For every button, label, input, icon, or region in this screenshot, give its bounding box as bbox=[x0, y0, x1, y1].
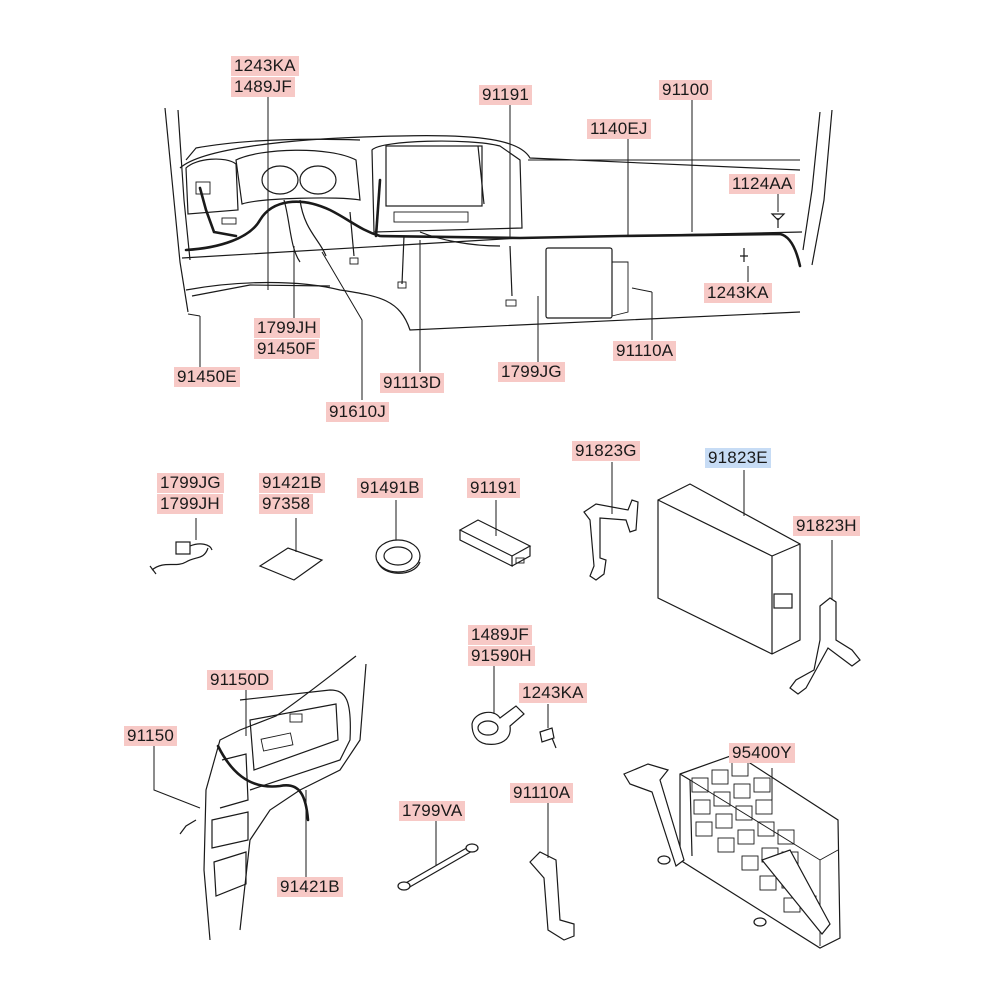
ecu-91823e bbox=[657, 470, 801, 655]
label-1124aa: 1124AA bbox=[729, 174, 796, 194]
label-91610j: 91610J bbox=[326, 402, 389, 422]
label-91110a-top: 91110A bbox=[613, 341, 677, 361]
clamp-91590h bbox=[471, 664, 525, 745]
label-1799jg-top: 1799JG bbox=[498, 362, 565, 382]
label-1243ka-top: 1243KA bbox=[231, 56, 299, 76]
label-91823g: 91823G bbox=[572, 441, 640, 461]
label-91100: 91100 bbox=[659, 80, 713, 100]
label-1243ka-bot: 1243KA bbox=[519, 683, 587, 703]
dashboard-assembly bbox=[164, 107, 833, 331]
pad-91421b bbox=[258, 518, 324, 581]
label-91110a-bot: 91110A bbox=[510, 783, 574, 803]
label-91590h: 91590H bbox=[468, 646, 535, 666]
label-91491b: 91491B bbox=[357, 478, 423, 498]
label-91191-mid: 91191 bbox=[467, 478, 521, 498]
label-1140ej: 1140EJ bbox=[587, 119, 651, 139]
label-91450e: 91450E bbox=[174, 367, 240, 387]
label-1799jh-mid: 1799JH bbox=[157, 494, 223, 514]
label-1243ka-right: 1243KA bbox=[704, 283, 772, 303]
label-91450f: 91450F bbox=[254, 339, 319, 359]
connector-1799jg bbox=[149, 518, 213, 575]
label-91150d: 91150D bbox=[207, 670, 273, 690]
bracket-91110a bbox=[529, 802, 575, 941]
label-91150: 91150 bbox=[124, 726, 178, 746]
bracket-91823g bbox=[583, 462, 639, 581]
label-91823h: 91823H bbox=[793, 516, 860, 536]
junction-box-95400y bbox=[623, 753, 841, 949]
label-91191-top: 91191 bbox=[479, 85, 533, 105]
label-1489jf-top: 1489JF bbox=[231, 77, 295, 97]
label-95400y: 95400Y bbox=[729, 743, 795, 763]
label-91113d: 91113D bbox=[380, 373, 445, 393]
label-1799jg-mid: 1799JG bbox=[157, 473, 224, 493]
cable-1799va bbox=[397, 820, 479, 891]
label-1489jf-bot: 1489JF bbox=[468, 625, 532, 645]
label-91823e: 91823E bbox=[705, 448, 771, 468]
module-91191 bbox=[458, 500, 532, 567]
label-91421b-bot: 91421B bbox=[277, 877, 343, 897]
grommet-91491b bbox=[375, 500, 421, 574]
label-91421b-mid: 91421B bbox=[259, 473, 325, 493]
label-1799va: 1799VA bbox=[399, 801, 466, 821]
label-97358: 97358 bbox=[259, 494, 314, 514]
leader-lines-top bbox=[187, 92, 800, 400]
door-panel bbox=[153, 655, 367, 941]
bracket-91823h bbox=[789, 540, 861, 695]
screw-1243ka bbox=[539, 704, 557, 749]
label-1799jh-top: 1799JH bbox=[254, 318, 320, 338]
